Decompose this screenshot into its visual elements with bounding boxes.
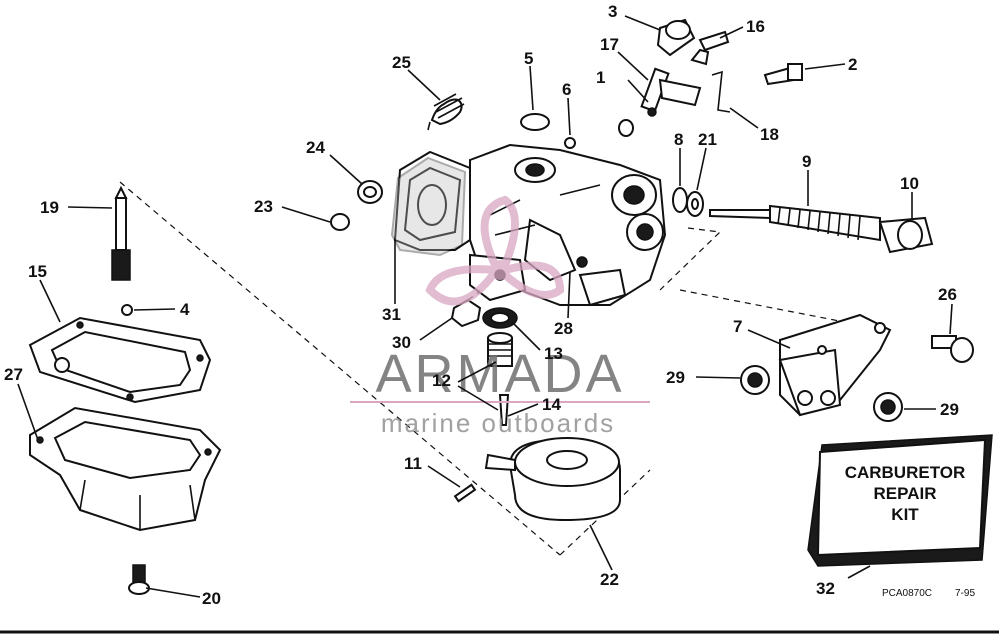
part-29-bushings xyxy=(740,365,903,422)
part-27-float-bowl xyxy=(29,406,222,532)
part-15-gasket xyxy=(28,316,212,404)
part-18-clip xyxy=(711,70,731,113)
kit-label-line1: CARBURETOR xyxy=(845,463,966,482)
callout-28: 28 xyxy=(554,319,573,338)
callout-18: 18 xyxy=(760,125,779,144)
part-2-screw xyxy=(763,63,803,86)
watermark-propeller-logo xyxy=(425,195,565,306)
callout-23: 23 xyxy=(254,197,273,216)
part-10-nut xyxy=(878,216,934,254)
part-26-screw xyxy=(931,335,974,363)
kit-label-line2: REPAIR xyxy=(874,484,937,503)
part-17-lever xyxy=(640,67,702,117)
callout-29-left: 29 xyxy=(666,368,685,387)
part-20-screw xyxy=(128,564,150,595)
callout-4: 4 xyxy=(180,300,190,319)
repair-kit-box: CARBURETOR REPAIR KIT xyxy=(807,434,993,567)
part-25-spring xyxy=(427,93,465,131)
callout-1: 1 xyxy=(596,68,605,87)
callout-labels: 1 2 3 4 5 6 7 8 8 9 10 11 12 13 14 15 16… xyxy=(4,2,959,608)
part-31-gasket xyxy=(390,156,467,257)
part-19-screw xyxy=(111,185,131,281)
callout-30: 30 xyxy=(392,333,411,352)
callout-21: 21 xyxy=(698,130,717,149)
callout-20: 20 xyxy=(202,589,221,608)
callout-26: 26 xyxy=(938,285,957,304)
part-4-nut xyxy=(121,304,133,316)
callout-19: 19 xyxy=(40,198,59,217)
part-3-knob xyxy=(656,18,696,57)
callout-24: 24 xyxy=(306,138,325,157)
callout-8-top: 8 xyxy=(674,130,683,149)
callout-9: 9 xyxy=(802,152,811,171)
part-5-plug xyxy=(520,113,550,131)
kit-label-line3: KIT xyxy=(891,505,919,524)
callout-32: 32 xyxy=(816,579,835,598)
part-6-ball xyxy=(564,137,576,149)
callout-3: 3 xyxy=(608,2,617,21)
part-24-washer xyxy=(357,180,383,204)
part-22-float xyxy=(484,437,621,522)
date-code: 7-95 xyxy=(955,588,975,599)
part-23-nut xyxy=(330,213,350,231)
callout-2: 2 xyxy=(848,55,857,74)
callout-6: 6 xyxy=(562,80,571,99)
callout-14: 14 xyxy=(542,395,561,414)
part-13-seal xyxy=(482,307,518,329)
callout-13: 13 xyxy=(544,344,563,363)
callout-5: 5 xyxy=(524,49,533,68)
part-1-washer xyxy=(618,119,634,137)
part-12-seat xyxy=(487,332,513,367)
callout-15: 15 xyxy=(28,262,47,281)
part-9-needle xyxy=(709,204,881,242)
callout-7: 7 xyxy=(733,317,742,336)
callout-27: 27 xyxy=(4,365,23,384)
part-7-bracket xyxy=(778,313,892,417)
callout-16: 16 xyxy=(746,17,765,36)
callout-17: 17 xyxy=(600,35,619,54)
callout-22: 22 xyxy=(600,570,619,589)
reference-code: PCA0870C xyxy=(882,588,932,599)
callout-31: 31 xyxy=(382,305,401,324)
watermark-brand: ARMADA xyxy=(375,344,624,404)
part-11-pin xyxy=(453,483,477,503)
part-8-21-washers xyxy=(672,187,704,217)
callout-11: 11 xyxy=(404,454,422,473)
callout-10: 10 xyxy=(900,174,919,193)
part-16-screw xyxy=(690,30,730,66)
watermark: ARMADA marine outboards xyxy=(350,195,650,438)
callout-29-right: 29 xyxy=(940,400,959,419)
watermark-tagline: marine outboards xyxy=(381,408,615,438)
callout-25: 25 xyxy=(392,53,411,72)
leader-lines xyxy=(17,15,953,598)
callout-12: 12 xyxy=(432,371,451,390)
